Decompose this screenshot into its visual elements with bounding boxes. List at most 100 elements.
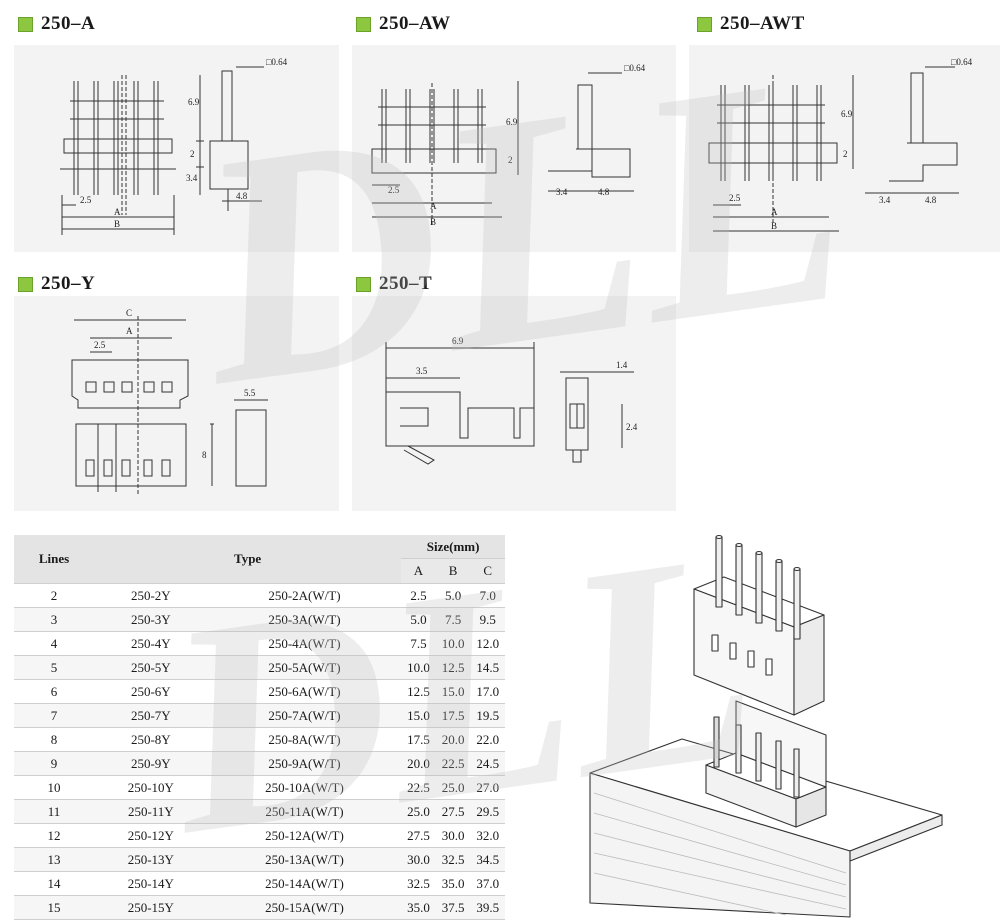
- table-cell: 3: [14, 607, 94, 632]
- table-cell: 250-12Y: [94, 823, 208, 848]
- table-cell: 15.0: [435, 679, 471, 704]
- green-square-icon: [18, 16, 33, 32]
- table-cell: 19.5: [470, 703, 505, 728]
- title-text: 250–AW: [379, 13, 451, 34]
- table-cell: 10.0: [401, 655, 436, 680]
- dim-h69: 6.9: [841, 109, 853, 119]
- table-cell: 39.5: [470, 895, 505, 920]
- table-cell: 250-12A(W/T): [207, 823, 402, 848]
- table-cell: 17.5: [401, 727, 436, 752]
- table-cell: 7: [14, 703, 94, 728]
- table-cell: 5: [14, 655, 94, 680]
- title-250-a: 250–A: [18, 13, 95, 35]
- table-cell: 29.5: [470, 799, 505, 824]
- table-cell: 30.0: [401, 847, 436, 872]
- dim-pitch: 2.5: [388, 185, 400, 195]
- dim-pin: □0.64: [624, 63, 646, 73]
- table-cell: 2.5: [401, 583, 436, 608]
- table-cell: 12.0: [470, 631, 505, 656]
- dim-a: A: [430, 201, 437, 211]
- table-cell: 14.5: [470, 655, 505, 680]
- dim-h2: 2: [843, 149, 848, 159]
- table-cell: 9.5: [470, 607, 505, 632]
- table-cell: 6: [14, 679, 94, 704]
- table-cell: 2: [14, 583, 94, 608]
- title-250-aw: 250–AW: [356, 13, 451, 35]
- table-cell: 250-4Y: [94, 631, 208, 656]
- table-cell: 10: [14, 775, 94, 800]
- table-cell: 7.5: [401, 631, 436, 656]
- table-cell: 17.0: [470, 679, 505, 704]
- panel-250-a: 2.5 A B □0.64 6.9 2 3.4 4.8: [14, 45, 339, 252]
- table-cell: 24.5: [470, 751, 505, 776]
- table-cell: 27.5: [401, 823, 436, 848]
- table-cell: 14: [14, 871, 94, 896]
- drawing-250-awt: 2.5 A B □0.64 6.9 2 3.4 4.8: [708, 57, 973, 232]
- dim-b: B: [114, 219, 120, 229]
- table-cell: 250-13A(W/T): [207, 847, 402, 872]
- dim-t35: 3.5: [416, 366, 428, 376]
- dim-h69: 6.9: [506, 117, 518, 127]
- table-cell: 12.5: [435, 655, 471, 680]
- dim-w48: 4.8: [598, 187, 610, 197]
- dim-w48: 4.8: [925, 195, 937, 205]
- table-cell: 35.0: [401, 895, 436, 920]
- title-text: 250–Y: [41, 273, 96, 294]
- table-cell: 12.5: [401, 679, 436, 704]
- table-cell: 17.5: [435, 703, 471, 728]
- table-cell: 250-2Y: [94, 583, 208, 608]
- table-cell: 250-11Y: [94, 799, 208, 824]
- dim-pitch: 2.5: [729, 193, 741, 203]
- green-square-icon: [18, 276, 33, 292]
- table-cell: 8: [14, 727, 94, 752]
- table-cell: 250-14Y: [94, 871, 208, 896]
- dim-a: A: [126, 326, 133, 336]
- table-cell: 250-7Y: [94, 703, 208, 728]
- table-cell: 11: [14, 799, 94, 824]
- drawing-250-t: 6.9 3.5 1.4 2.4: [385, 336, 638, 465]
- table-cell: 22.0: [470, 727, 505, 752]
- table-cell: 7.5: [435, 607, 471, 632]
- table-cell: 250-9A(W/T): [207, 751, 402, 776]
- green-square-icon: [697, 16, 712, 32]
- table-cell: 250-8A(W/T): [207, 727, 402, 752]
- dim-w34: 3.4: [556, 187, 568, 197]
- table-cell: 15: [14, 895, 94, 920]
- title-text: 250–T: [379, 273, 433, 294]
- dim-b: B: [771, 221, 777, 231]
- table-cell: 27.5: [435, 799, 471, 824]
- dim-pitch: 2.5: [80, 195, 92, 205]
- connector-illustration: [589, 534, 943, 918]
- dim-h8: 8: [202, 450, 207, 460]
- green-square-icon: [356, 276, 371, 292]
- dim-pin: □0.64: [266, 57, 288, 67]
- table-cell: 25.0: [435, 775, 471, 800]
- dim-w48: 4.8: [236, 191, 248, 201]
- table-cell: 4: [14, 631, 94, 656]
- table-cell: 250-4A(W/T): [207, 631, 402, 656]
- dim-t24: 2.4: [626, 422, 638, 432]
- table-cell: 250-15A(W/T): [207, 895, 402, 920]
- dim-w55: 5.5: [244, 388, 256, 398]
- drawing-250-a: 2.5 A B □0.64 6.9 2 3.4 4.8: [60, 57, 288, 235]
- table-cell: 250-11A(W/T): [207, 799, 402, 824]
- table-cell: 32.0: [470, 823, 505, 848]
- title-250-y: 250–Y: [18, 273, 95, 295]
- table-cell: 250-15Y: [94, 895, 208, 920]
- table-cell: 15.0: [401, 703, 436, 728]
- table-cell: 5.0: [401, 607, 436, 632]
- table-cell: 37.0: [470, 871, 505, 896]
- dim-t69: 6.9: [452, 336, 464, 346]
- table-cell: 12: [14, 823, 94, 848]
- table-cell: 22.5: [401, 775, 436, 800]
